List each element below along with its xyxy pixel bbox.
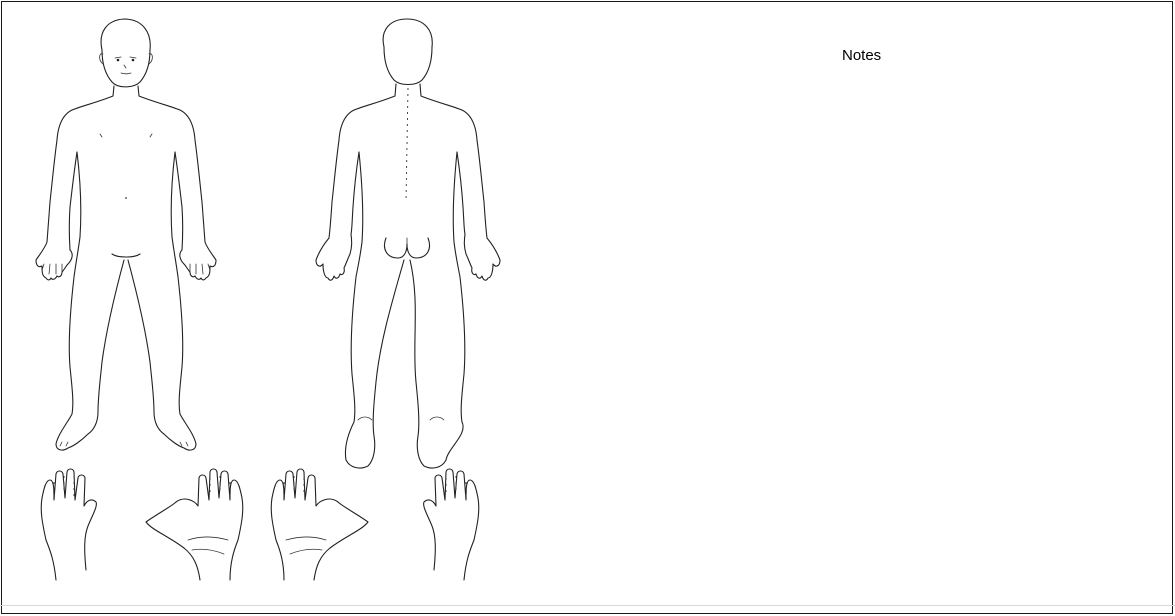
bottom-divider (0, 605, 1175, 606)
child-back-outline-icon (316, 19, 500, 468)
right-hand-back-icon (424, 469, 479, 580)
child-front-outline-icon (36, 19, 216, 450)
left-hand-palm-icon (146, 469, 243, 580)
left-hand-back-icon (41, 469, 96, 580)
notes-label: Notes (842, 47, 881, 64)
body-map-diagram (2, 2, 522, 606)
right-hand-palm-icon (271, 469, 368, 580)
